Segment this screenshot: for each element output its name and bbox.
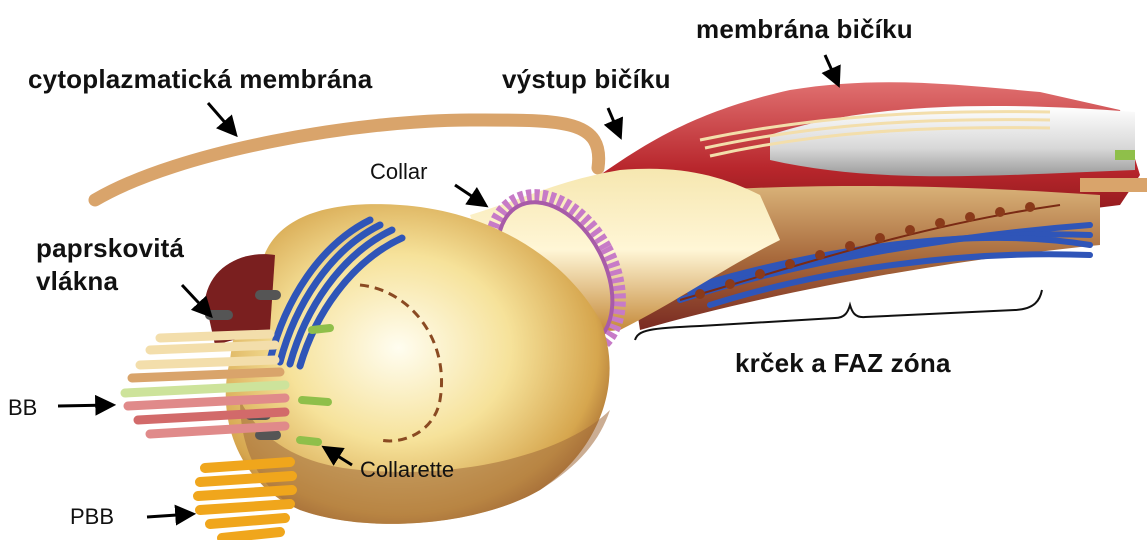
label-pbb: PBB xyxy=(70,505,114,528)
cytoplasmic-membrane-shape xyxy=(95,120,599,200)
label-bb: BB xyxy=(8,396,37,419)
pro-basal-body-bundle xyxy=(198,462,292,538)
label-collar: Collar xyxy=(370,160,427,183)
label-cytoplasmic-membrane: cytoplazmatická membrána xyxy=(28,66,372,93)
label-neck-faz-zone: krček a FAZ zóna xyxy=(735,350,951,377)
label-spoke-fibers-line1: paprskovitá xyxy=(36,235,184,262)
membrane-stub xyxy=(1080,178,1147,192)
label-flagellar-exit: výstup bičíku xyxy=(502,66,671,93)
label-collarette: Collarette xyxy=(360,458,454,481)
label-flagellar-membrane: membrána bičíku xyxy=(696,16,913,43)
fiber-stub xyxy=(1115,150,1135,160)
label-spoke-fibers-line2: vlákna xyxy=(36,268,118,295)
